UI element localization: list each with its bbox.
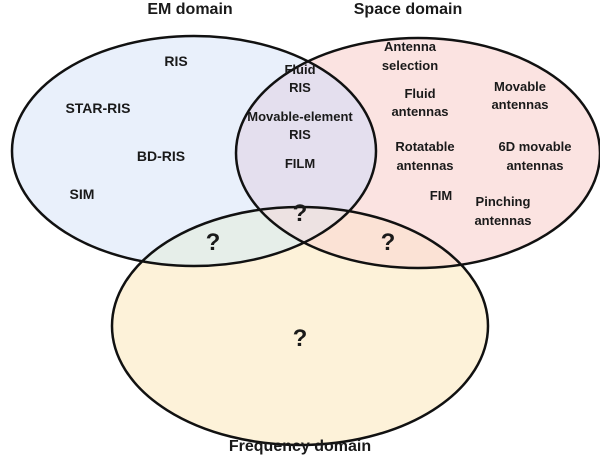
space-item-rotatable-antennas-line2: antennas — [396, 158, 453, 173]
space-item-fluid-antennas-line2: antennas — [391, 104, 448, 119]
space-item-rotatable-antennas-line1: Rotatable — [395, 139, 454, 154]
frequency-domain-title: Frequency domain — [229, 438, 371, 455]
space-item-fim: FIM — [430, 188, 452, 203]
em-item-star-ris: STAR-RIS — [65, 100, 130, 116]
overlap-item-movable-element-ris-line1: Movable-element — [247, 109, 353, 124]
overlap-item-fluid-ris-line1: Fluid — [284, 62, 315, 77]
space-item-pinching-antennas-line2: antennas — [474, 213, 531, 228]
em-item-ris: RIS — [164, 53, 187, 69]
space-item-fluid-antennas-line1: Fluid — [404, 86, 435, 101]
em-domain-title: EM domain — [147, 1, 232, 18]
overlap-item-movable-element-ris-line2: RIS — [289, 127, 311, 142]
overlap-item-film: FILM — [285, 156, 315, 171]
unknown-em-frequency: ? — [206, 229, 221, 256]
overlap-item-fluid-ris-line2: RIS — [289, 80, 311, 95]
unknown-em-space-frequency: ? — [293, 200, 308, 227]
space-item-pinching-antennas-line1: Pinching — [476, 194, 531, 209]
unknown-frequency-only: ? — [293, 325, 308, 352]
unknown-space-frequency: ? — [381, 229, 396, 256]
space-domain-outline — [234, 36, 600, 270]
frequency-domain-outline — [110, 205, 490, 447]
space-item-antenna-selection-line2: selection — [382, 58, 438, 73]
space-item-antenna-selection-line1: Antenna — [384, 39, 437, 54]
em-item-bd-ris: BD-RIS — [137, 148, 185, 164]
space-item-6d-movable-antennas-line2: antennas — [506, 158, 563, 173]
space-item-movable-antennas-line1: Movable — [494, 79, 546, 94]
space-domain-title: Space domain — [354, 1, 462, 18]
space-item-movable-antennas-line2: antennas — [491, 97, 548, 112]
em-item-sim: SIM — [70, 186, 95, 202]
em-domain-outline — [10, 34, 378, 268]
space-item-6d-movable-antennas-line1: 6D movable — [499, 139, 572, 154]
